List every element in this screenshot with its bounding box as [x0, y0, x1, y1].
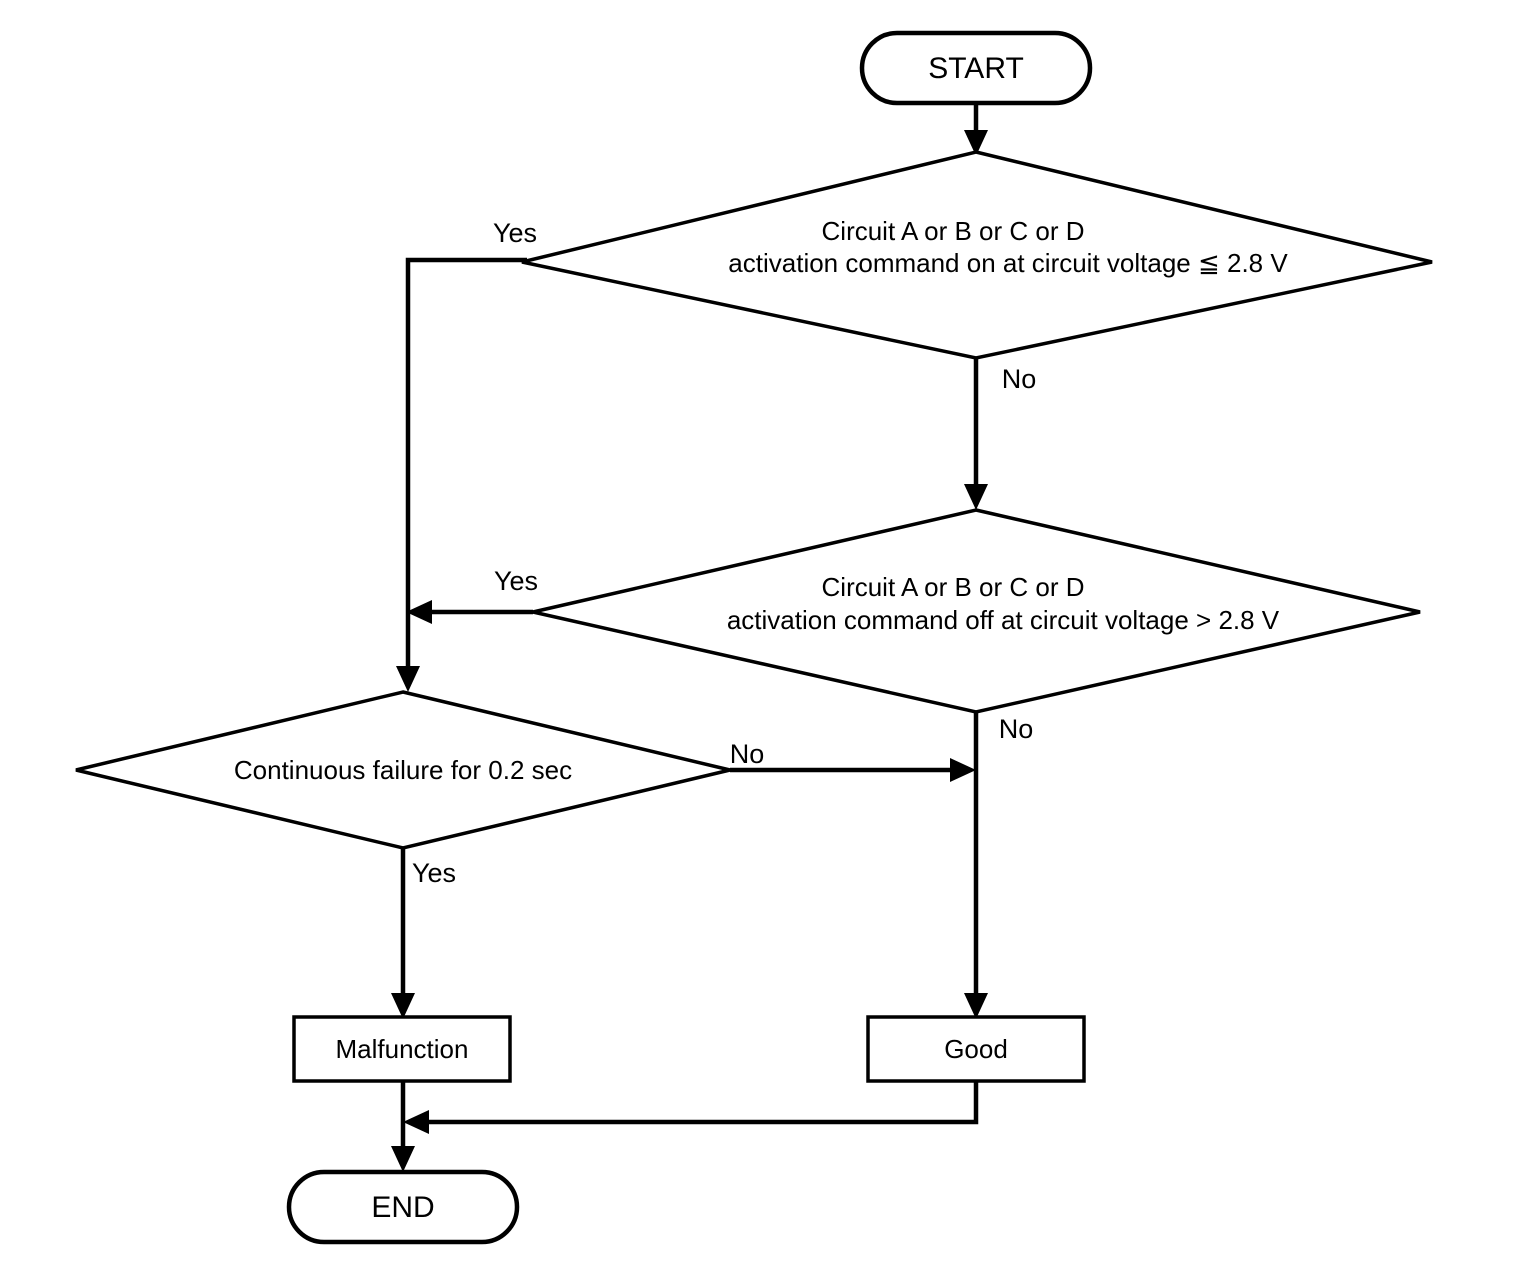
- node-end[interactable]: END: [286, 1169, 520, 1245]
- connector-decision2-no: [964, 712, 988, 1019]
- edge-label-decision3-no: No: [730, 739, 765, 769]
- malfunction-label: Malfunction: [336, 1034, 469, 1064]
- arrowhead-left-icon: [406, 600, 432, 624]
- edge-label-decision2-yes: Yes: [494, 566, 538, 596]
- edge-label-decision1-yes: Yes: [493, 218, 537, 248]
- end-terminal-shape: [286, 1169, 520, 1245]
- decision2-label-line1: Circuit A or B or C or D: [822, 572, 1085, 602]
- node-malfunction[interactable]: Malfunction: [292, 1015, 512, 1083]
- arrowhead-down-icon: [964, 130, 988, 156]
- node-good[interactable]: Good: [866, 1015, 1086, 1083]
- end-label: END: [371, 1191, 434, 1224]
- start-terminal-shape: [859, 30, 1093, 106]
- decision3-label: Continuous failure for 0.2 sec: [234, 755, 572, 785]
- edge-label-decision2-no: No: [999, 714, 1034, 744]
- edge-label-decision1-no: No: [1002, 364, 1037, 394]
- malfunction-box-shape: [292, 1015, 512, 1083]
- arrowhead-down-icon: [391, 993, 415, 1019]
- connector-malfunction-to-end: [391, 1081, 415, 1172]
- connector-decision2-yes: [406, 600, 533, 624]
- node-decision-circuit-activation-off[interactable]: Circuit A or B or C or D activation comm…: [532, 508, 1421, 714]
- connector-decision1-no: [964, 358, 988, 510]
- connector-decision3-no: [730, 758, 976, 782]
- decision1-label-line1: Circuit A or B or C or D: [822, 216, 1085, 246]
- connector-decision1-yes: [396, 257, 527, 692]
- node-decision-continuous-failure[interactable]: Continuous failure for 0.2 sec: [75, 690, 731, 850]
- decision3-diamond-shape: [75, 690, 731, 850]
- connector-start-to-decision1: [964, 103, 988, 156]
- edge-label-decision3-yes: Yes: [412, 858, 456, 888]
- good-box-shape: [866, 1015, 1086, 1083]
- decision1-label-line2: activation command on at circuit voltage…: [728, 248, 1288, 278]
- node-decision-circuit-activation-on[interactable]: Circuit A or B or C or D activation comm…: [521, 150, 1433, 360]
- arrowhead-down-icon: [391, 1146, 415, 1172]
- connector-good-to-end-merge: [403, 1081, 979, 1134]
- connector-decision3-yes: [391, 848, 415, 1019]
- good-label: Good: [944, 1034, 1008, 1064]
- decision2-diamond-shape: [532, 508, 1421, 714]
- arrowhead-right-icon: [950, 758, 976, 782]
- start-label: START: [928, 52, 1024, 85]
- decision1-diamond-shape: [521, 150, 1433, 360]
- arrowhead-left-icon: [403, 1110, 429, 1134]
- arrowhead-down-icon: [396, 666, 420, 692]
- node-start[interactable]: START: [859, 30, 1093, 106]
- decision2-label-line2: activation command off at circuit voltag…: [727, 605, 1280, 635]
- arrowhead-down-icon: [964, 484, 988, 510]
- arrowhead-down-icon: [964, 993, 988, 1019]
